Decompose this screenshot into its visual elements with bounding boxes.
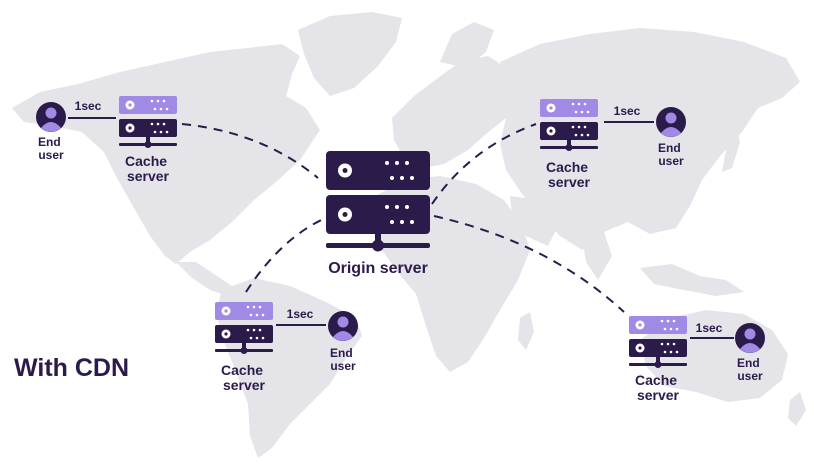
origin-server-label: Origin server <box>328 260 428 277</box>
cache-server-label-line2: server <box>127 168 170 184</box>
cache-server-label: Cache server <box>125 153 171 184</box>
server-rack-icon <box>119 96 177 148</box>
server-rack-icon <box>540 99 598 151</box>
latency-label: 1sec <box>696 321 723 335</box>
latency-label: 1sec <box>287 307 314 321</box>
end-user: End user <box>656 107 686 168</box>
end-user: End user <box>328 311 358 373</box>
cache-server-label-line1: Cache <box>125 153 167 169</box>
cache-server-label-line2: server <box>637 387 680 403</box>
cache-server-label-line2: server <box>548 174 591 190</box>
node-asia: Cache server End user 1sec <box>540 99 686 190</box>
user-avatar-icon <box>36 102 66 132</box>
cache-server-label-line2: server <box>223 377 266 393</box>
cache-server: Cache server <box>119 96 177 184</box>
server-rack-icon <box>215 302 273 354</box>
connection-asia <box>431 123 537 205</box>
connection-north-america <box>181 123 319 179</box>
node-south-america: Cache server End user 1sec <box>215 302 358 393</box>
user-avatar-icon <box>735 323 765 353</box>
end-user-label: End user <box>38 135 64 162</box>
end-user: End user <box>36 102 66 162</box>
latency-label: 1sec <box>614 104 641 118</box>
user-links <box>68 117 734 339</box>
cache-server-label-line1: Cache <box>221 362 263 378</box>
cache-server-label: Cache server <box>546 159 592 190</box>
cache-server: Cache server <box>540 99 598 190</box>
connection-south-america <box>245 215 331 293</box>
origin-server: Origin server <box>326 151 430 277</box>
connection-lines <box>181 123 625 313</box>
user-avatar-icon <box>328 311 358 341</box>
end-user-label-line1: End <box>737 356 760 370</box>
cache-server-label-line1: Cache <box>546 159 588 175</box>
end-user-label: End user <box>737 356 763 383</box>
cache-server: Cache server <box>629 316 687 403</box>
end-user-label: End user <box>658 141 684 168</box>
node-oceania: Cache server End user 1sec <box>629 316 765 403</box>
user-avatar-icon <box>656 107 686 137</box>
end-user-label-line2: user <box>330 359 356 373</box>
end-user-label: End user <box>330 346 356 373</box>
end-user-label-line2: user <box>737 369 763 383</box>
cache-server-label: Cache server <box>635 372 681 403</box>
server-rack-icon <box>629 316 687 368</box>
end-user-label-line1: End <box>658 141 681 155</box>
latency-label: 1sec <box>75 99 102 113</box>
diagram-title: With CDN <box>14 354 129 382</box>
cache-server: Cache server <box>215 302 273 393</box>
cache-server-label-line1: Cache <box>635 372 677 388</box>
end-user-label-line2: user <box>658 154 684 168</box>
end-user: End user <box>735 323 765 383</box>
end-user-label-line1: End <box>330 346 353 360</box>
end-user-label-line1: End <box>38 135 61 149</box>
server-rack-icon <box>326 151 430 252</box>
end-user-label-line2: user <box>38 148 64 162</box>
cache-server-label: Cache server <box>221 362 267 393</box>
world-map <box>12 12 806 458</box>
node-north-america: Cache server End user 1sec <box>36 96 177 184</box>
